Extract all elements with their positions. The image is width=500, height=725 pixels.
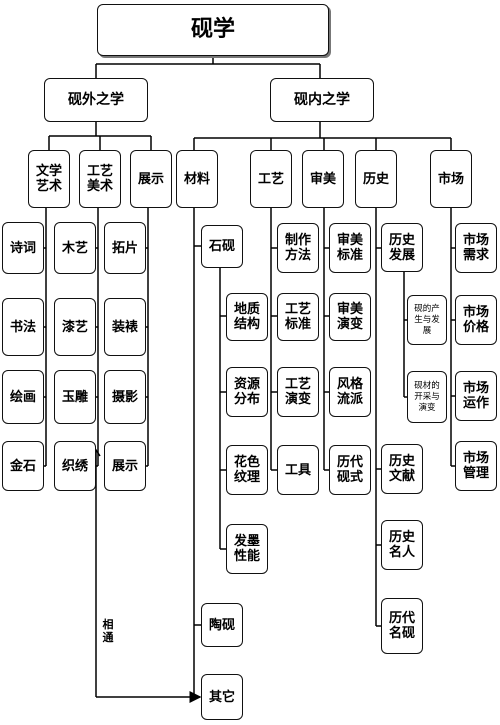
item-origin-development: 砚的产 生与发 展 xyxy=(407,295,447,345)
root-node: 砚学 xyxy=(97,4,329,56)
item-others: 其它 xyxy=(201,674,243,720)
inner-study-node: 砚内之学 xyxy=(270,78,374,122)
item-calligraphy: 书法 xyxy=(2,298,44,356)
outer-study-node: 砚外之学 xyxy=(44,78,148,122)
item-historical-documents: 历史 文献 xyxy=(381,444,423,494)
item-mounting: 装裱 xyxy=(104,298,146,356)
item-color-texture: 花色 纹理 xyxy=(226,445,268,495)
item-aesthetic-standard: 审美 标准 xyxy=(329,223,371,273)
item-rubbing: 拓片 xyxy=(104,222,146,274)
item-stone-inkstone: 石砚 xyxy=(201,225,243,268)
category-material: 材料 xyxy=(176,150,218,208)
item-market-demand: 市场 需求 xyxy=(455,223,497,273)
item-historical-figures: 历史 名人 xyxy=(381,520,423,570)
item-market-operation: 市场 运作 xyxy=(455,371,497,421)
item-painting: 绘画 xyxy=(2,370,44,424)
category-market: 市场 xyxy=(430,150,472,208)
item-market-price: 市场 价格 xyxy=(455,295,497,345)
item-exhibition: 展示 xyxy=(104,441,146,491)
item-mining-evolution: 砚材的 开采与 演变 xyxy=(407,371,447,423)
item-making-method: 制作 方法 xyxy=(277,223,319,273)
item-market-management: 市场 管理 xyxy=(455,441,497,491)
item-epigraphy: 金石 xyxy=(2,441,44,491)
item-history-development: 历史 发展 xyxy=(381,223,423,272)
item-resource-distribution: 资源 分布 xyxy=(226,367,268,417)
item-craft-evolution: 工艺 演变 xyxy=(277,367,319,417)
item-ink-performance: 发墨 性能 xyxy=(226,524,268,574)
category-craft-art: 工艺 美术 xyxy=(79,150,121,208)
category-history: 历史 xyxy=(355,150,397,208)
item-craft-standard: 工艺 标准 xyxy=(277,293,319,341)
category-display: 展示 xyxy=(130,150,172,208)
item-historic-forms: 历代 砚式 xyxy=(329,445,371,495)
category-aesthetics: 审美 xyxy=(302,150,344,208)
item-aesthetic-evolution: 审美 演变 xyxy=(329,293,371,341)
connector-label: 相 通 xyxy=(102,618,114,644)
item-photography: 摄影 xyxy=(104,370,146,424)
item-style-school: 风格 流派 xyxy=(329,367,371,417)
item-lacquer: 漆艺 xyxy=(54,298,96,356)
category-craft: 工艺 xyxy=(250,150,292,208)
item-pottery-inkstone: 陶砚 xyxy=(201,603,243,647)
item-tools: 工具 xyxy=(277,445,319,495)
item-woodcraft: 木艺 xyxy=(54,222,96,274)
item-poetry: 诗词 xyxy=(2,222,44,274)
item-famous-inkstones: 历代 名砚 xyxy=(381,598,423,654)
item-embroidery: 织绣 xyxy=(54,441,96,491)
item-geological-structure: 地质 结构 xyxy=(226,293,268,341)
category-literature-art: 文学 艺术 xyxy=(28,150,70,208)
item-jade-carving: 玉雕 xyxy=(54,370,96,424)
